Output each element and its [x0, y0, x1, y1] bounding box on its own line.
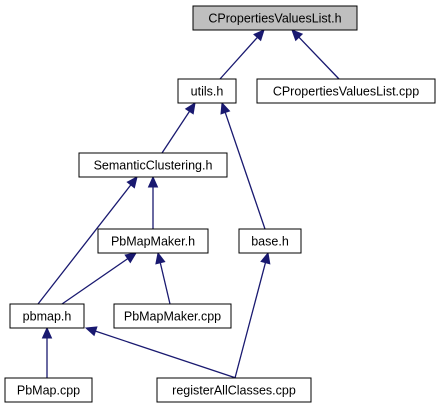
edge-cproperties_cpp-to-cproperties_h — [291, 29, 340, 80]
node-label: CPropertiesValuesList.h — [208, 12, 341, 26]
edge-base_h-to-utils_h — [220, 101, 266, 230]
node-utils_h[interactable]: utils.h — [177, 78, 237, 104]
arrowhead — [124, 252, 138, 264]
node-label: PbMapMaker.h — [111, 235, 195, 249]
node-box — [113, 303, 232, 329]
node-label: PbMap.cpp — [17, 384, 80, 398]
arrowhead — [253, 29, 265, 42]
edge-line — [95, 330, 237, 379]
graph-nodes: CPropertiesValuesList.h utils.h CPropertie… — [4, 5, 436, 403]
node-box — [192, 5, 358, 31]
arrowhead — [220, 101, 231, 115]
node-pbmap_h[interactable]: pbmap.h — [9, 303, 85, 329]
node-label: registerAllClasses.cpp — [172, 384, 296, 398]
edge-line — [161, 110, 191, 154]
arrowhead — [126, 176, 138, 189]
node-label: SemanticClustering.h — [94, 159, 213, 173]
edge-register_cpp-to-base_h — [234, 251, 271, 379]
node-pbmapmaker_cpp[interactable]: PbMapMaker.cpp — [113, 303, 232, 329]
node-box — [177, 78, 237, 104]
edge-semantic_h-to-utils_h — [161, 101, 196, 154]
edge-pbmap_h-to-pbmapmaker_h — [61, 252, 138, 305]
edge-line — [37, 184, 132, 305]
arrowhead — [155, 251, 166, 265]
node-base_h[interactable]: base.h — [238, 228, 302, 254]
edge-line — [298, 36, 340, 80]
edge-line — [224, 112, 266, 230]
node-label: utils.h — [191, 85, 224, 99]
node-cproperties_h[interactable]: CPropertiesValuesList.h — [192, 5, 358, 31]
edge-utils_h-to-cproperties_h — [219, 29, 265, 80]
edge-pbmap_h-to-semantic_h — [37, 176, 138, 305]
node-label: pbmap.h — [23, 310, 72, 324]
edge-pbmapmaker_h-to-semantic_h — [147, 175, 159, 229]
arrowhead — [147, 175, 159, 188]
node-pbmap_cpp[interactable]: PbMap.cpp — [4, 377, 93, 403]
node-label: base.h — [251, 235, 289, 249]
edge-line — [234, 262, 267, 379]
graph-edges — [37, 29, 340, 379]
arrowhead — [260, 251, 271, 265]
edge-line — [61, 258, 129, 305]
node-label: CPropertiesValuesList.cpp — [273, 85, 419, 99]
node-box — [4, 377, 93, 403]
node-pbmapmaker_h[interactable]: PbMapMaker.h — [97, 228, 209, 254]
node-box — [78, 152, 228, 178]
node-box — [9, 303, 85, 329]
edge-register_cpp-to-pbmap_h — [84, 326, 237, 379]
node-semantic_h[interactable]: SemanticClustering.h — [78, 152, 228, 178]
edge-line — [159, 262, 171, 305]
edge-pbmapmaker_cpp-to-pbmapmaker_h — [155, 251, 171, 305]
arrowhead — [291, 29, 304, 42]
arrowhead — [184, 101, 196, 115]
node-box — [156, 377, 312, 403]
edge-line — [219, 37, 258, 80]
node-box — [238, 228, 302, 254]
node-cproperties_cpp[interactable]: CPropertiesValuesList.cpp — [256, 78, 436, 104]
node-box — [256, 78, 436, 104]
node-register_cpp[interactable]: registerAllClasses.cpp — [156, 377, 312, 403]
node-box — [97, 228, 209, 254]
node-label: PbMapMaker.cpp — [124, 310, 221, 324]
arrowhead — [84, 326, 98, 337]
edge-pbmap_cpp-to-pbmap_h — [41, 326, 53, 378]
arrowhead — [41, 326, 53, 339]
